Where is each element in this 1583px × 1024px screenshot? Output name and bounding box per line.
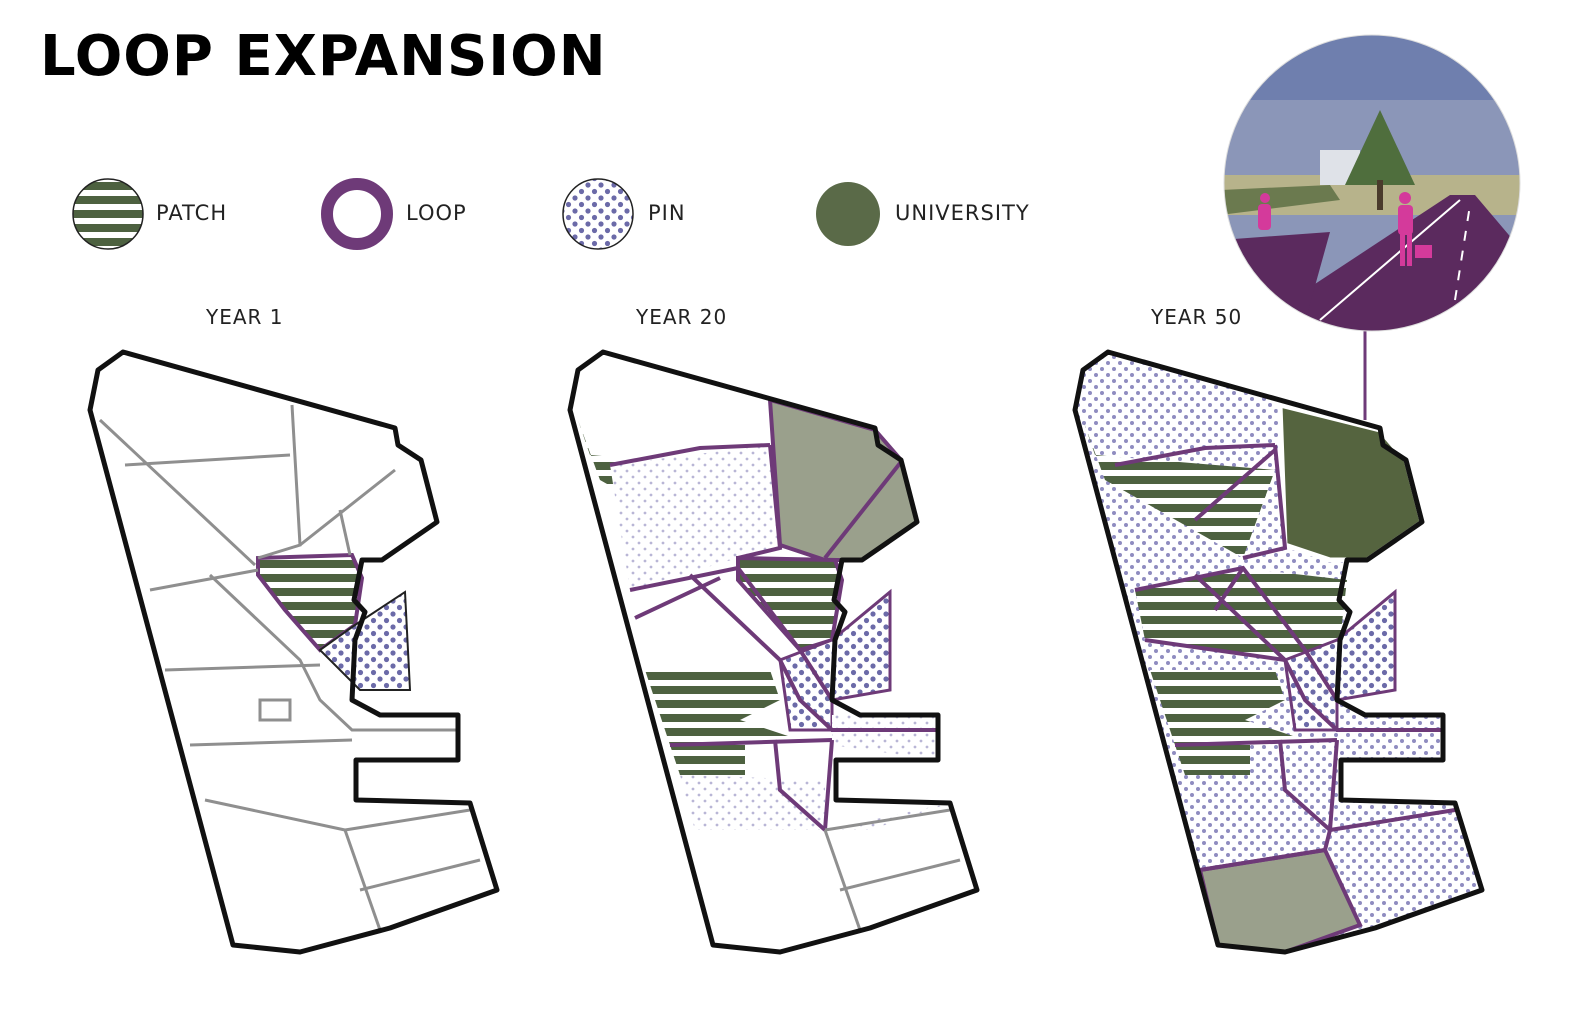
road-network <box>823 808 961 931</box>
pin-zone-light <box>680 775 950 830</box>
loop-network <box>609 443 938 832</box>
patch-zone <box>1150 670 1305 745</box>
patch-zone <box>645 670 800 745</box>
year-label-20: YEAR 20 <box>636 305 728 329</box>
map-year-20 <box>570 352 977 952</box>
legend-label-loop: LOOP <box>406 201 467 225</box>
legend-patch-icon <box>72 178 144 250</box>
legend-label-pin: PIN <box>648 201 686 225</box>
patch-zone <box>670 745 745 775</box>
pin-zone-light <box>610 445 780 590</box>
page-title: LOOP EXPANSION <box>40 24 607 89</box>
pin-zone-light <box>832 715 938 760</box>
year-label-1: YEAR 1 <box>206 305 284 329</box>
patch-zone <box>1083 420 1275 558</box>
road-network <box>98 404 481 931</box>
legend-label-patch: PATCH <box>156 201 228 225</box>
legend-label-university: UNIVERSITY <box>895 201 1030 225</box>
map-year-50 <box>1075 330 1482 952</box>
map-year-1 <box>90 352 497 952</box>
patch-zone <box>1175 745 1250 775</box>
street-photo-circle-icon <box>1223 34 1521 332</box>
legend-pin-icon <box>562 178 634 250</box>
year-label-50: YEAR 50 <box>1151 305 1243 329</box>
legend-loop-icon <box>321 178 393 250</box>
loop-network <box>1114 443 1456 872</box>
legend-university-icon <box>816 182 880 246</box>
